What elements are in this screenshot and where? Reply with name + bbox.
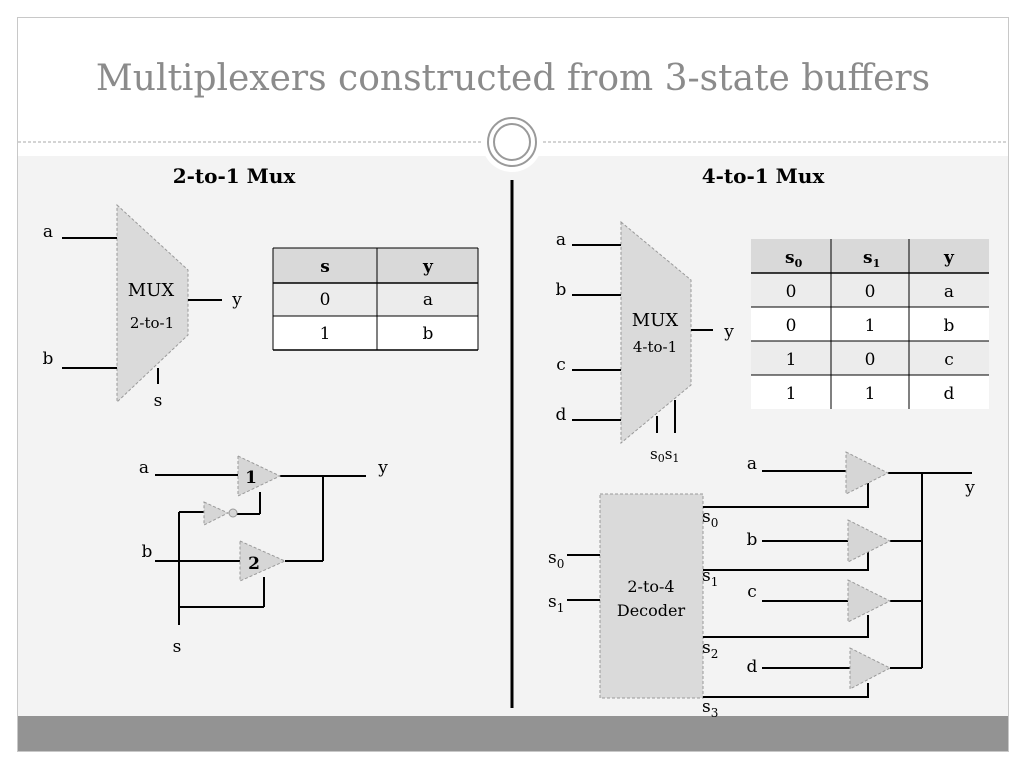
mux4-select-labels: s0s1 — [650, 445, 679, 465]
dec-buffer-c-icon — [847, 579, 892, 623]
dec-buffer-b-icon — [847, 519, 892, 563]
table4-cell: 1 — [786, 384, 797, 404]
right-heading: 4-to-1 Mux — [702, 164, 826, 188]
dec-in-s0-label: s0 — [548, 548, 564, 571]
mux4-output-label: y — [723, 322, 734, 342]
mux2-input-b-label: b — [43, 349, 54, 369]
dec-out-s2-label: s2 — [702, 638, 718, 661]
decoder-label-line2: Decoder — [617, 601, 686, 620]
mux-4to1-block: a b c d MUX 4-to-1 y s0s1 — [556, 220, 734, 465]
table4-row2-bg — [751, 307, 989, 341]
table4-header-s1: s1 — [863, 248, 880, 270]
left-heading: 2-to-1 Mux — [173, 164, 297, 188]
table4-cell: d — [944, 384, 955, 404]
decoder-wires — [567, 470, 972, 698]
mux4-label-line2: 4-to-1 — [633, 338, 677, 356]
circ2-output-label: y — [377, 458, 388, 478]
table4-cell: 1 — [865, 384, 876, 404]
decoder-block — [599, 493, 704, 699]
table4-cell: a — [944, 282, 954, 302]
mux4-input-d-label: d — [556, 405, 567, 425]
circ2-buffer2-label: 2 — [248, 554, 260, 574]
dec-out-s3-wire — [703, 683, 869, 698]
tristate-circuit-2to1 — [155, 474, 366, 625]
dec-out-s3-label: s3 — [702, 697, 718, 720]
mux2-label-line1: MUX — [128, 280, 175, 301]
table4-row1-bg — [751, 273, 989, 307]
dec-out-s0-wire — [703, 483, 869, 508]
table2-row1-bg — [273, 283, 478, 316]
mux-2to1-block: a b MUX 2-to-1 y s — [43, 203, 242, 411]
circ2-input-b-label: b — [142, 542, 153, 562]
table4-cell: 0 — [786, 282, 797, 302]
table2-cell: 1 — [320, 324, 331, 344]
dec-data-d-label: d — [747, 657, 758, 677]
mux4-input-a-label: a — [556, 230, 566, 250]
table2-cell: 0 — [320, 290, 331, 310]
table4-cell: 0 — [865, 350, 876, 370]
table2-header-y: y — [422, 257, 434, 277]
truth-table-4to1: s0 s1 y 0 0 a 0 1 b 1 0 c 1 1 d — [751, 239, 989, 409]
table4-header-y: y — [943, 248, 955, 268]
dec-out-s2-wire — [703, 615, 869, 638]
truth-table-2to1: s y 0 a 1 b — [272, 247, 479, 351]
table4-cell: 1 — [786, 350, 797, 370]
circ2-input-a-label: a — [139, 458, 149, 478]
dec-in-s1-label: s1 — [548, 592, 564, 615]
table2-cell: a — [423, 290, 433, 310]
ornament-circle-icon — [482, 112, 542, 172]
dec-buffer-d-icon — [849, 647, 892, 690]
mux2-label-line2: 2-to-1 — [130, 314, 174, 332]
table2-cell: b — [423, 324, 434, 344]
table4-cell: 0 — [786, 316, 797, 336]
dec-out-s1-label: s1 — [702, 566, 718, 589]
table4-cell: b — [944, 316, 955, 336]
table2-header-s: s — [320, 257, 330, 277]
dec-output-label: y — [964, 478, 975, 498]
dec-data-a-label: a — [747, 454, 757, 474]
table4-cell: 1 — [865, 316, 876, 336]
mux-4to1-body — [620, 220, 692, 445]
mux4-input-b-label: b — [556, 280, 567, 300]
table4-cell: c — [944, 350, 954, 370]
footer-bar — [18, 716, 1008, 751]
dec-data-c-label: c — [747, 582, 757, 602]
mux2-output-label: y — [231, 290, 242, 310]
mux4-input-c-label: c — [556, 355, 566, 375]
table4-row4-bg — [751, 375, 989, 409]
mux2-input-a-label: a — [43, 222, 53, 242]
decoder-label-line1: 2-to-4 — [627, 577, 674, 596]
decoder-circuit-4to1: 2-to-4 Decoder s0 s1 s0 — [548, 451, 975, 720]
table4-header-s0: s0 — [785, 248, 803, 270]
table4-row3-bg — [751, 341, 989, 375]
circ2-buffer1-label: 1 — [245, 468, 257, 488]
dec-out-s1-wire — [703, 550, 869, 571]
circ2-buffer2-icon: 2 — [239, 540, 287, 582]
slide-title: Multiplexers constructed from 3-state bu… — [95, 58, 931, 99]
mux2-select-label: s — [154, 391, 163, 411]
table2-header-bg — [273, 248, 478, 283]
table4-cell: 0 — [865, 282, 876, 302]
circ2-inverter-icon — [203, 501, 238, 526]
dec-data-b-label: b — [747, 530, 758, 550]
table2-row2-bg — [273, 316, 478, 350]
mux-2to1-body — [116, 203, 189, 404]
dec-buffer-a-icon — [845, 451, 890, 495]
circ2-buffer1-icon: 1 — [237, 455, 282, 497]
dec-out-s0-label: s0 — [702, 507, 718, 530]
table4-header-bg — [751, 239, 989, 273]
mux4-label-line1: MUX — [632, 310, 679, 331]
circ2-select-label: s — [173, 637, 182, 657]
